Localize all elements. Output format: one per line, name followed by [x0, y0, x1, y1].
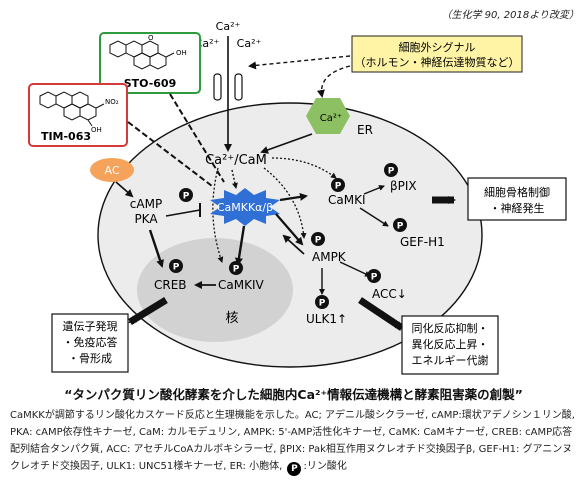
camkk-to-camkiv-arrow [234, 225, 246, 266]
signal-line2: （ホルモン・神経伝達物質など） [355, 55, 520, 69]
legend-phospho-badge: P [287, 462, 302, 476]
camkk-to-ampk-arrow [275, 213, 304, 246]
p-gef [393, 218, 407, 232]
legend-tail: :リン酸化 [303, 461, 347, 472]
figure-legend: CaMKKが調節するリン酸化カスケード反応と生理機能を示した。AC; アデニル酸… [10, 407, 580, 476]
creb-label: CREB [154, 278, 187, 292]
p-acc-label: P [371, 273, 378, 283]
gef-label: GEF-H1 [400, 235, 445, 249]
sto609-structure [109, 40, 175, 70]
ac-node [90, 158, 134, 182]
camkiv-label: CaMKIV [218, 278, 264, 292]
figure-caption: “タンパク質リン酸化酵素を介した細胞内Ca²⁺情報伝達機構と酵素阻害薬の創製” [64, 387, 523, 402]
p-acc [367, 269, 381, 283]
tim063-structure [39, 91, 105, 127]
ampk-label: AMPK [312, 250, 347, 264]
p-pix [384, 163, 398, 177]
acc-label: ACC↓ [372, 287, 407, 301]
camki-to-gef-arrow [359, 207, 389, 227]
sto609-o: O [148, 34, 154, 42]
metabolism-line2: 異化反応上昇・ [412, 337, 489, 351]
ampk-to-camkk-feedback [282, 234, 305, 255]
ac-to-camp-arrow [115, 181, 134, 198]
metabolism-box [401, 315, 499, 375]
ca-right-label: Ca²⁺ [237, 37, 262, 50]
er-ca-label: Ca²⁺ [320, 113, 342, 124]
er-label: ER [357, 123, 373, 137]
p-pka-label: P [183, 192, 190, 202]
camki-to-pix-arrow [363, 185, 385, 195]
signal-to-channel-arrow [248, 55, 351, 70]
nucleus-label: 核 [225, 311, 238, 326]
signal-box [351, 35, 523, 73]
ac-label: AC [104, 164, 119, 177]
p-ulk-label: P [319, 299, 326, 309]
p-pix-label: P [388, 167, 395, 177]
camkk-to-camki-arrow [279, 192, 308, 202]
p-creb [169, 259, 183, 273]
cacam-to-camkk [231, 169, 238, 189]
p-camkiv-label: P [233, 265, 240, 275]
tim063-oh: OH [91, 126, 102, 134]
sto609-inhibition [169, 93, 225, 183]
calcium-channel [213, 73, 243, 101]
pix-label: βPIX [390, 179, 417, 193]
camki-label: CaMKI [328, 193, 366, 207]
tim063-no2: NO₂ [105, 98, 119, 106]
ulk-label: ULK1↑ [306, 312, 347, 326]
er-hexagon [306, 98, 350, 134]
cytoskeleton-line2: ・神経発生 [490, 201, 545, 215]
p-camki-label: P [335, 182, 342, 192]
metabolism-line3: エネルギー代謝 [412, 353, 489, 367]
pka-to-creb-arrow [148, 229, 164, 268]
p-ampk-label: P [315, 236, 322, 246]
camkk-label: CaMKKα/β [217, 201, 273, 214]
ampk-to-acc-arrow [339, 261, 371, 277]
cytoskeleton-box [467, 177, 567, 221]
p-pka [179, 188, 193, 202]
tim063-box [28, 83, 128, 147]
p-gef-label: P [397, 222, 404, 232]
cacam-to-ampk [263, 167, 307, 239]
er-to-cacam-arrow [260, 133, 313, 154]
signal-line1: 細胞外シグナル [399, 40, 476, 54]
cacam-to-camkiv [212, 167, 224, 263]
sto609-oh: OH [176, 49, 187, 57]
cacam-node: Ca²⁺/CaM [205, 153, 267, 168]
camkk-star [210, 188, 280, 226]
p-creb-label: P [173, 263, 180, 273]
pka-label: PKA [134, 212, 158, 226]
metabolism-line1: 同化反応抑制・ [412, 321, 489, 335]
gene-line1: 遺伝子発現 [63, 319, 118, 333]
gene-line3: ・骨形成 [68, 352, 112, 365]
camp-label: cAMP [130, 197, 162, 211]
p-camkiv [229, 261, 243, 275]
pka-inhibits-camkk [165, 209, 201, 217]
p-ampk [311, 232, 325, 246]
ca-top-label: Ca²⁺ [216, 20, 241, 33]
signal-to-er-arrow [316, 65, 351, 98]
p-ulk [315, 295, 329, 309]
legend-text: CaMKKが調節するリン酸化カスケード反応と生理機能を示した。AC; アデニル酸… [10, 410, 575, 472]
to-gene-arrow [128, 297, 168, 325]
to-metabolism-arrow [358, 297, 404, 331]
gene-box [51, 313, 129, 373]
gene-line2: ・免疫応答 [63, 335, 118, 349]
source-note: （生化学 90, 2018より改変） [441, 10, 579, 21]
cytoskeleton-line1: 細胞骨格制御 [484, 185, 550, 199]
tim063-label: TIM-063 [41, 130, 91, 143]
p-camki [331, 178, 345, 192]
sto609-label: STO-609 [124, 77, 177, 90]
